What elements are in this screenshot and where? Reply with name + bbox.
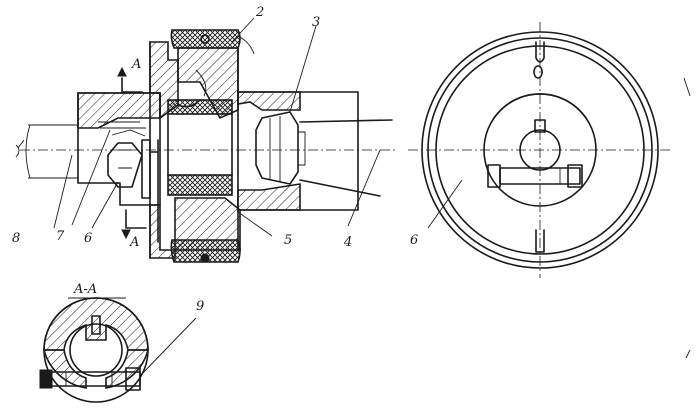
left-hub — [77, 92, 161, 206]
top-key — [535, 41, 545, 63]
right-hub — [237, 91, 393, 211]
label-part-4: 4 — [343, 235, 352, 250]
left-flange — [149, 41, 179, 259]
label-part-9: 9 — [196, 299, 204, 314]
leader-lines — [53, 17, 381, 237]
label-part-8: 8 — [12, 231, 20, 246]
section-a-a-view — [39, 297, 197, 403]
label-part-6-side: 6 — [410, 233, 418, 248]
left-shaft — [15, 124, 78, 179]
shaft-bore — [519, 129, 561, 171]
right-flange — [174, 47, 241, 251]
section-line-a — [117, 66, 147, 240]
label-part-5: 5 — [284, 233, 292, 248]
left-bolt — [107, 139, 159, 199]
label-part-6-front: 6 — [84, 231, 92, 246]
label-part-2: 2 — [255, 5, 264, 20]
front-section-view — [15, 17, 395, 263]
right-bolt-head — [255, 111, 306, 185]
label-section-view-title: A-A — [73, 282, 97, 297]
side-clamp-bolt — [487, 164, 583, 188]
elastic-sleeves — [167, 99, 233, 196]
label-section-a-top: A — [131, 57, 141, 72]
part-labels: 2 3 4 5 6 6 7 8 9 A A A-A — [12, 5, 418, 314]
label-part-3: 3 — [312, 15, 320, 30]
label-section-a-bottom: A — [129, 235, 139, 250]
bottom-key — [535, 229, 545, 253]
label-part-7: 7 — [56, 229, 65, 244]
side-view — [408, 22, 691, 359]
